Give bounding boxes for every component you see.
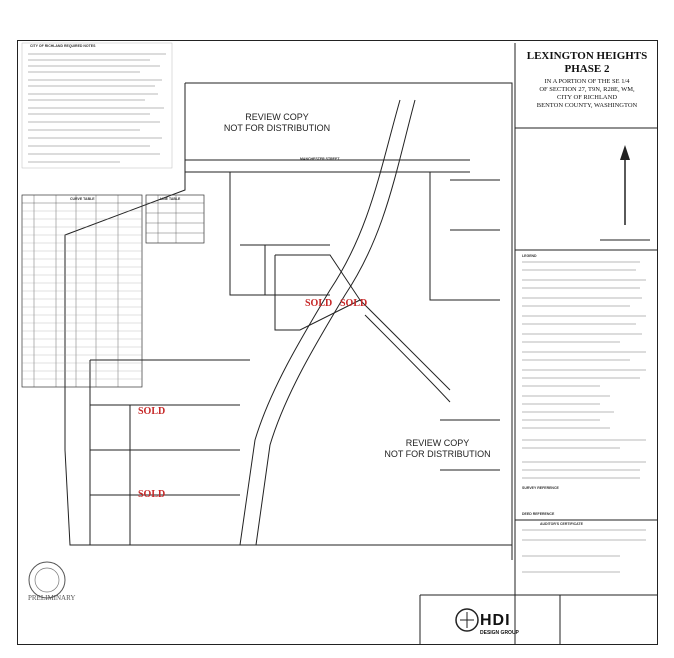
plat-sheet (17, 40, 658, 645)
line-table (145, 194, 205, 244)
survey-reference-heading: SURVEY REFERENCE (522, 486, 559, 490)
subtitle-line1: IN A PORTION OF THE SE 1/4 (544, 78, 630, 85)
street-label: MANCHESTER STREET (300, 157, 340, 161)
south-boundary (64, 449, 512, 546)
subtitle-line2: OF SECTION 27, T9N, R28E, WM, (539, 86, 635, 93)
review-stamp-line1: REVIEW COPY (405, 438, 470, 448)
sold-label: SOLD (340, 298, 368, 309)
notes-heading: CITY OF RICHLAND REQUIRED NOTES (30, 44, 96, 48)
subtitle-line3: CITY OF RICHLAND (556, 94, 618, 101)
review-stamp: REVIEW COPY NOT FOR DISTRIBUTION (222, 112, 332, 134)
firm-name: HDI (480, 612, 511, 629)
west-boundary (64, 83, 186, 450)
review-stamp-line2: NOT FOR DISTRIBUTION (384, 449, 491, 459)
legend-heading: LEGEND (522, 254, 537, 258)
hdi-logo-icon (455, 608, 479, 632)
review-stamp-line1: REVIEW COPY (245, 112, 309, 122)
plat-title-line2: PHASE 2 (564, 63, 610, 75)
firm-subtitle: DESIGN GROUP (480, 630, 519, 636)
plat-subtitle: IN A PORTION OF THE SE 1/4 OF SECTION 27… (522, 78, 652, 110)
plat-title-line1: LEXINGTON HEIGHTS (526, 50, 648, 62)
notes-block (21, 42, 173, 169)
line-table-heading: LINE TABLE (160, 197, 181, 201)
sold-label: SOLD (305, 298, 333, 309)
curve-table-heading: CURVE TABLE (70, 197, 95, 201)
subtitle-line4: BENTON COUNTY, WASHINGTON (536, 102, 638, 109)
plat-title: LEXINGTON HEIGHTS PHASE 2 (522, 50, 652, 76)
sold-label: SOLD (138, 489, 166, 500)
review-stamp: REVIEW COPY NOT FOR DISTRIBUTION (380, 438, 495, 460)
north-arrow-icon (600, 145, 650, 241)
curve-table (21, 194, 143, 388)
north-boundary (185, 82, 513, 560)
preliminary-stamp: PRELIMINARY (28, 594, 76, 602)
surveyor-seal-icon (28, 561, 66, 599)
deed-reference-heading: DEED REFERENCE (522, 512, 555, 516)
review-stamp-line2: NOT FOR DISTRIBUTION (223, 123, 331, 133)
sold-label: SOLD (138, 406, 166, 417)
legend-block (522, 261, 646, 573)
auditor-heading: AUDITOR'S CERTIFICATE (540, 522, 583, 526)
